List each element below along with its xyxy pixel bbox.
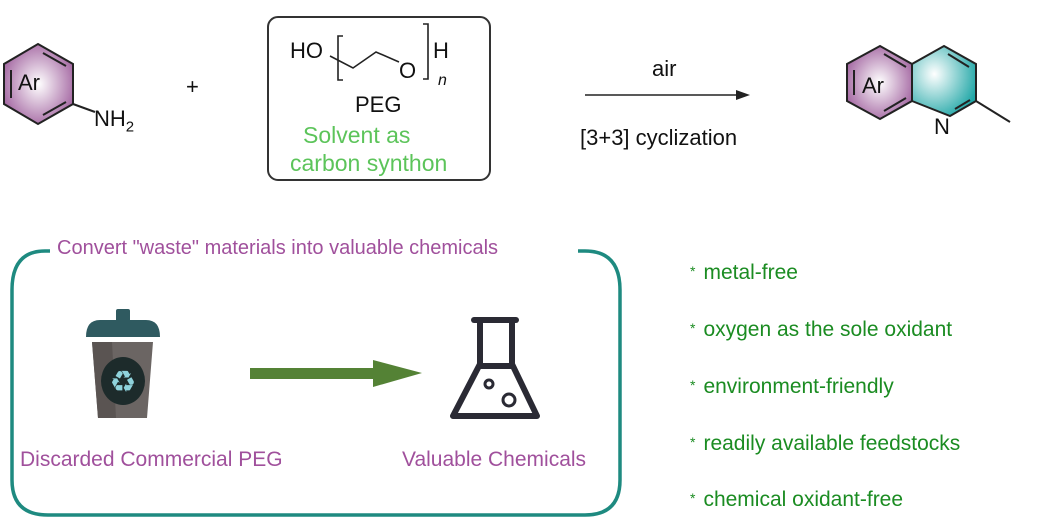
bullet-marker: * xyxy=(690,434,696,450)
flask-icon xyxy=(450,317,540,419)
arrow-condition-cyclization: [3+3] cyclization xyxy=(580,125,738,150)
quinoline-structure xyxy=(846,44,1011,123)
peg-name: PEG xyxy=(355,92,402,117)
quinoline-ring-label: Ar xyxy=(862,73,884,98)
feature-text: chemical oxidant-free xyxy=(703,488,904,511)
quinoline-n: N xyxy=(934,114,950,139)
aniline-ring-label: Ar xyxy=(18,70,40,95)
feature-item: * environment-friendly xyxy=(690,375,894,399)
bullet-marker: * xyxy=(690,490,696,506)
aniline-structure xyxy=(3,42,96,126)
feature-text: metal-free xyxy=(703,261,798,284)
recycle-icon: ♻ xyxy=(110,366,137,399)
peg-h: H xyxy=(433,38,449,63)
peg-box xyxy=(267,16,491,181)
peg-structure xyxy=(329,23,429,81)
peg-n: n xyxy=(438,72,447,89)
feature-item: * chemical oxidant-free xyxy=(690,488,903,512)
bullet-marker: * xyxy=(690,320,696,336)
concept-title: Convert "waste" materials into valuable … xyxy=(55,237,501,260)
plus-sign: + xyxy=(186,74,199,99)
bullet-marker: * xyxy=(690,263,696,279)
peg-o: O xyxy=(399,58,417,83)
amine-subscript: 2 xyxy=(125,118,135,136)
discarded-peg-label: Discarded Commercial PEG xyxy=(20,448,283,471)
conversion-arrow xyxy=(250,360,422,387)
amine-label: NH xyxy=(94,106,126,131)
arrow-condition-air: air xyxy=(652,56,677,81)
valuable-chemicals-label: Valuable Chemicals xyxy=(402,448,587,471)
amine-group: NH2 xyxy=(94,106,134,135)
peg-note-line2: carbon synthon xyxy=(290,150,448,176)
feature-item: * oxygen as the sole oxidant xyxy=(690,318,952,342)
recycle-bin-icon: ♻ xyxy=(86,309,160,418)
peg-note-line1: Solvent as xyxy=(303,122,411,148)
feature-text: environment-friendly xyxy=(703,375,894,398)
feature-text: oxygen as the sole oxidant xyxy=(703,318,953,341)
feature-text: readily available feedstocks xyxy=(703,432,961,455)
feature-item: * readily available feedstocks xyxy=(690,432,960,456)
bullet-marker: * xyxy=(690,377,696,393)
feature-item: * metal-free xyxy=(690,261,798,285)
reaction-arrow xyxy=(585,90,750,100)
peg-ho: HO xyxy=(290,38,323,63)
concept-box xyxy=(10,249,622,517)
